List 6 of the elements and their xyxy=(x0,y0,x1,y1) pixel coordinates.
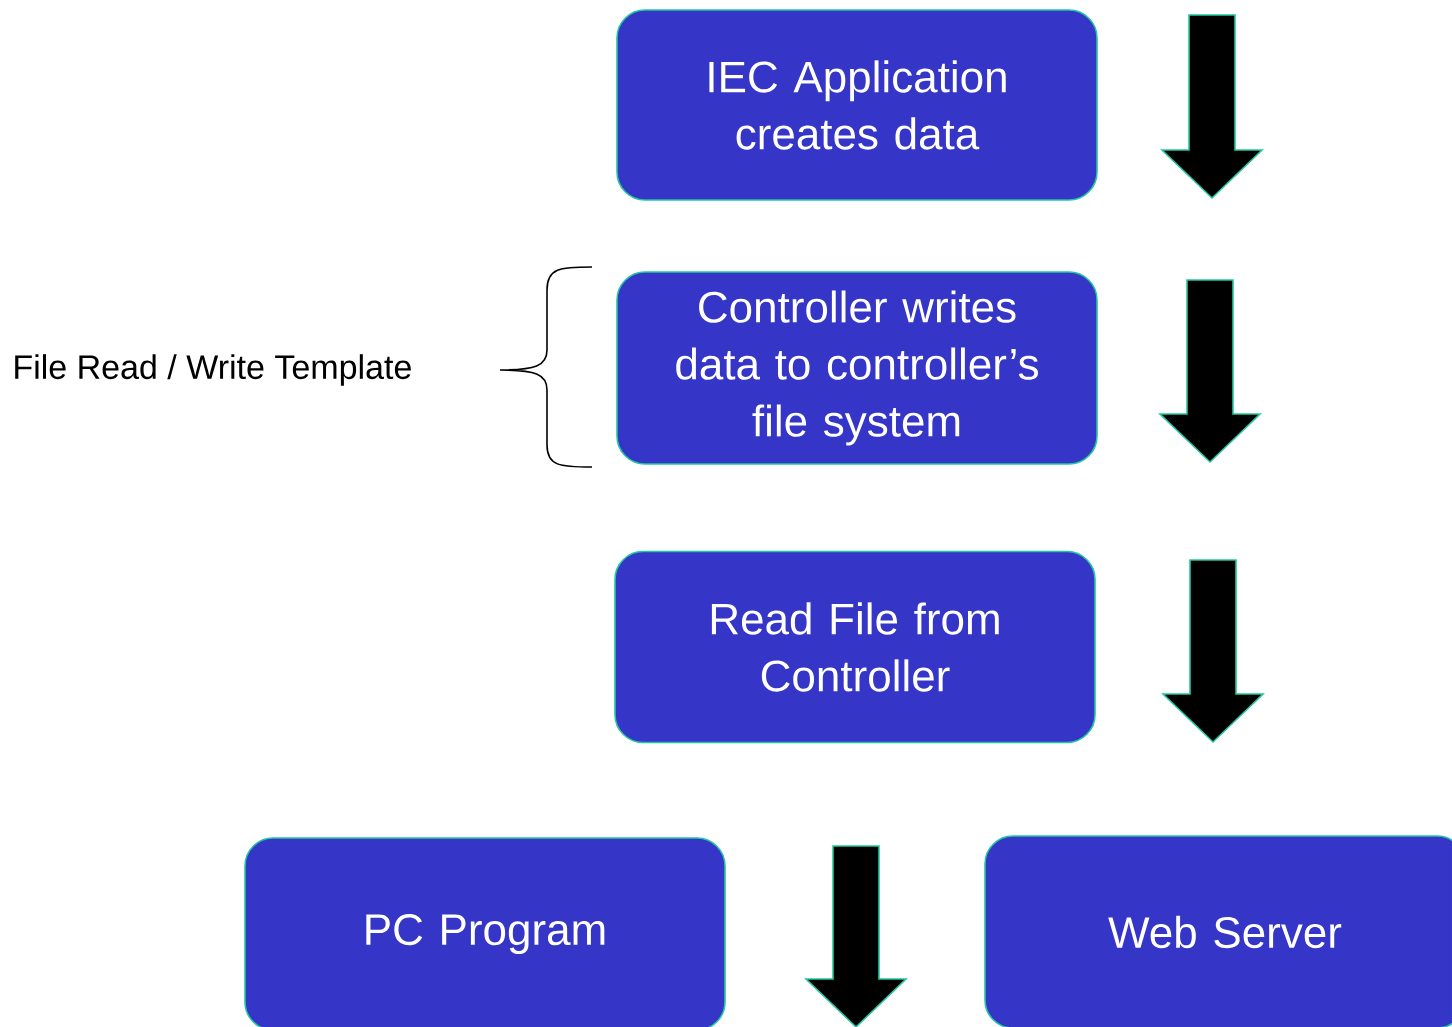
process-box: PC Program xyxy=(244,837,726,1027)
bracket-label: File Read / Write Template xyxy=(15,354,411,386)
process-box: IEC Application creates data xyxy=(616,9,1098,201)
process-box: Controller writes data to controller’s file system xyxy=(616,271,1098,465)
process-box: Read File from Controller xyxy=(614,550,1096,744)
process-box: Web Server xyxy=(984,835,1452,1027)
